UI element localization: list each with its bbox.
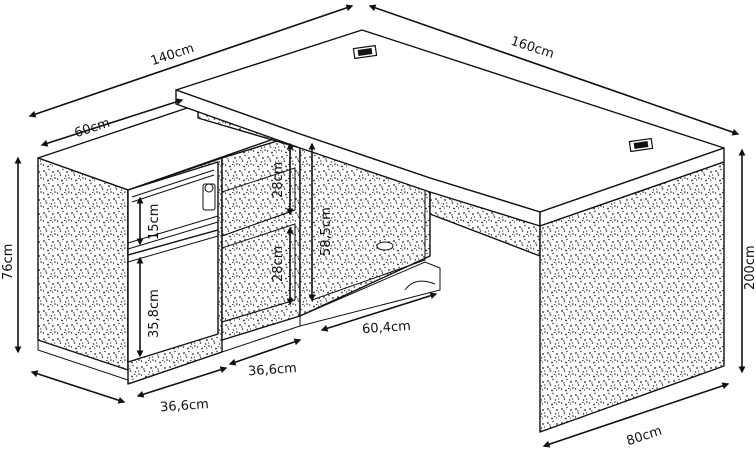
cable-hole-icon [376, 241, 394, 251]
label-width-right: 60,4cm [362, 319, 412, 337]
label-shelf-bottom: 28cm [271, 246, 286, 282]
drawer-bottom [127, 229, 219, 363]
label-return-length: 140cm [149, 41, 196, 69]
label-desk-length: 160cm [509, 34, 556, 62]
label-side-height: 200cm [743, 245, 756, 290]
label-drawer-top: 15cm [147, 204, 162, 240]
label-width-mid: 36,6cm [248, 361, 298, 379]
label-height: 76cm [1, 244, 16, 280]
label-shelf-top: 28cm [271, 162, 286, 198]
lock-icon [204, 183, 214, 193]
label-drawer-bottom: 35,8cm [147, 289, 162, 338]
dimension-arrows [14, 4, 746, 448]
label-open-height: 58,5cm [319, 207, 334, 256]
label-width-left: 36,6cm [160, 397, 210, 415]
label-desk-depth: 80cm [625, 424, 664, 450]
